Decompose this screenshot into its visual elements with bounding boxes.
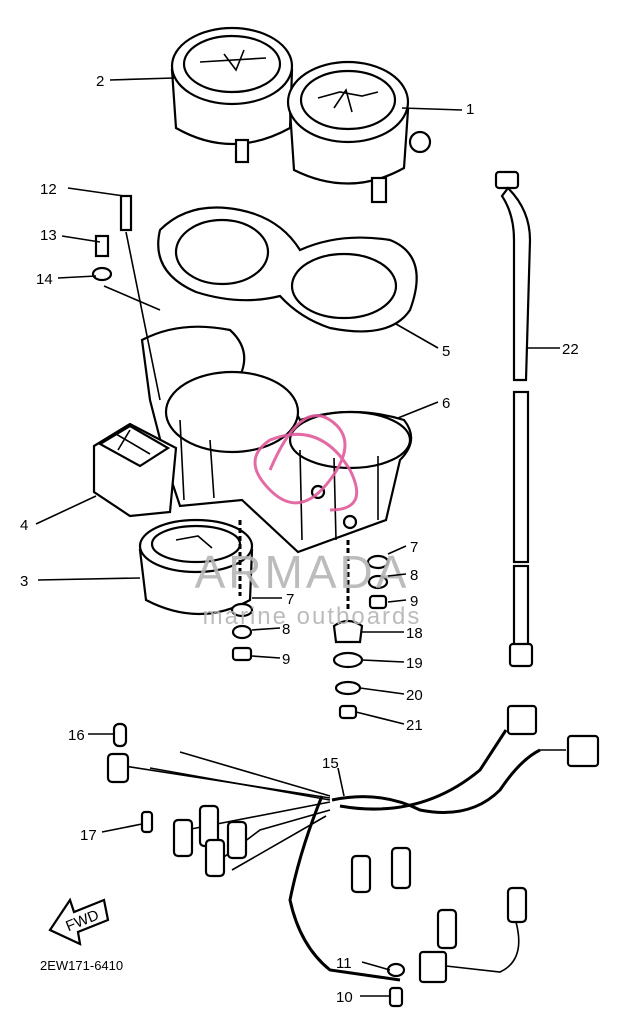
callout-14: 14 (36, 271, 53, 288)
small-gauge (138, 518, 254, 615)
gauge-tachometer (286, 60, 432, 204)
callout-16: 16 (68, 727, 85, 744)
callout-2: 2 (96, 73, 104, 90)
fastener-stack-left (230, 520, 254, 662)
callout-1: 1 (466, 101, 474, 118)
watermark: ARMADA marine outboards (195, 414, 422, 630)
callout-6: 6 (442, 395, 450, 412)
callout-18: 18 (406, 625, 423, 642)
forward-arrow (48, 897, 110, 946)
callout-10: 10 (336, 989, 353, 1006)
meter-cover (157, 206, 418, 333)
part-code: 2EW171-6410 (40, 958, 123, 973)
callout-22: 22 (562, 341, 579, 358)
callout-17: 17 (80, 827, 97, 844)
callout-20: 20 (406, 687, 423, 704)
callout-8b: 8 (410, 567, 418, 584)
callout-labels: 1 2 3 4 5 6 7 8 9 10 11 12 13 14 15 16 1… (20, 73, 579, 1006)
wire-harness (123, 704, 600, 984)
callout-8a: 8 (282, 621, 290, 638)
leader-lines (35, 77, 560, 997)
watermark-brand: ARMADA (195, 546, 410, 598)
meter-bracket (140, 325, 413, 554)
callout-7a: 7 (286, 591, 294, 608)
watermark-tagline: marine outboards (203, 603, 422, 630)
callout-12: 12 (40, 181, 57, 198)
callout-15: 15 (322, 755, 339, 772)
speedometer-cable (494, 170, 534, 668)
callout-5: 5 (442, 343, 450, 360)
callout-19: 19 (406, 655, 423, 672)
callout-21: 21 (406, 717, 423, 734)
callout-7b: 7 (410, 539, 418, 556)
callout-11: 11 (336, 955, 352, 972)
indicator-box (92, 422, 178, 518)
screws-12-13-14 (91, 194, 161, 401)
callout-4: 4 (20, 517, 28, 534)
callout-13: 13 (40, 227, 57, 244)
gauge-speedometer (170, 26, 294, 164)
callout-9b: 9 (410, 593, 418, 610)
callout-3: 3 (20, 573, 28, 590)
callout-9a: 9 (282, 651, 290, 668)
fastener-stack-right (332, 540, 390, 720)
